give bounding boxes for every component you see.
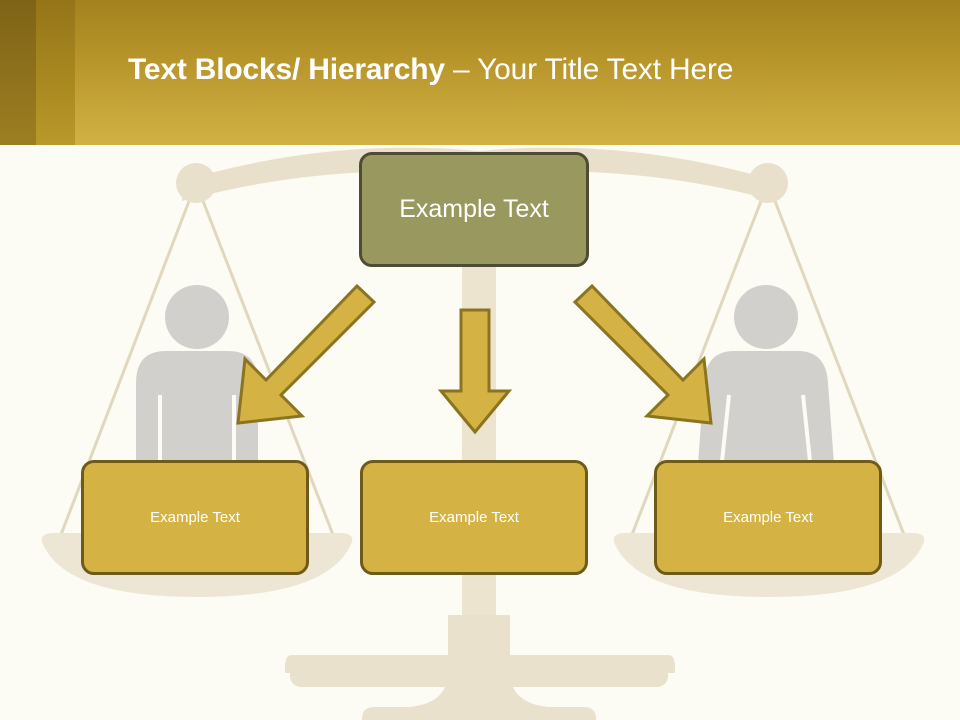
scale-pivot-knob-right — [748, 163, 788, 203]
header-accent-band-dark — [0, 0, 36, 145]
hierarchy-node-bottom-right[interactable]: Example Text — [654, 460, 882, 575]
page-title: Text Blocks/ Hierarchy – Your Title Text… — [128, 53, 733, 87]
header-accent-band-mid — [36, 0, 75, 145]
page-title-light: – Your Title Text Here — [453, 53, 734, 86]
slide-header: Text Blocks/ Hierarchy – Your Title Text… — [0, 0, 960, 145]
arrow-right — [572, 283, 713, 425]
hierarchy-node-bottom-left-label: Example Text — [150, 509, 240, 526]
scale-strings-left — [55, 182, 339, 546]
hierarchy-node-top[interactable]: Example Text — [359, 152, 589, 267]
hierarchy-node-bottom-right-label: Example Text — [723, 509, 813, 526]
hierarchy-node-bottom-left[interactable]: Example Text — [81, 460, 309, 575]
arrow-center — [437, 308, 513, 435]
scale-pivot-knob-left — [176, 163, 216, 203]
hierarchy-node-top-label: Example Text — [399, 195, 549, 223]
hierarchy-node-bottom-center[interactable]: Example Text — [360, 460, 588, 575]
page-title-bold: Text Blocks/ Hierarchy — [128, 53, 453, 86]
hierarchy-node-bottom-center-label: Example Text — [429, 509, 519, 526]
scale-base-plinth — [285, 655, 675, 673]
arrow-left — [236, 283, 377, 425]
